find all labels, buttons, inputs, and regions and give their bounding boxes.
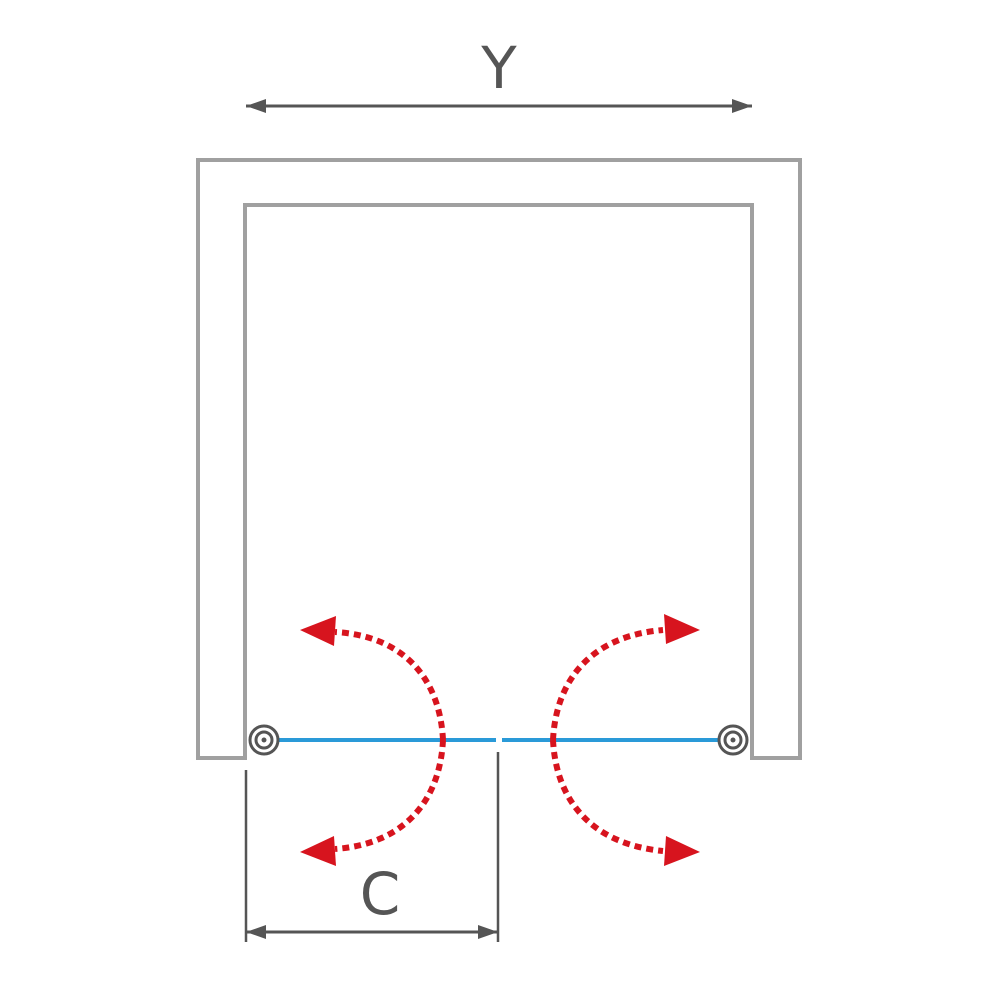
right-swing-arrow-up-icon	[664, 614, 700, 644]
left-swing-arc-inward	[334, 629, 446, 741]
c-arrow-right-icon	[478, 925, 498, 939]
c-arrow-left-icon	[246, 925, 266, 939]
hinge-right-icon	[717, 724, 749, 756]
right-swing-arc-outward	[550, 739, 664, 854]
right-swing-arrow-down-icon	[664, 836, 700, 866]
right-door-swing	[550, 614, 700, 866]
hinge-left-icon	[248, 724, 280, 756]
right-swing-arc-inward	[550, 627, 664, 741]
width-dimension: Y	[246, 34, 752, 113]
width-arrow-right-icon	[732, 99, 752, 113]
width-label: Y	[480, 34, 517, 102]
door-opening-dimension: C	[244, 752, 500, 942]
door-opening-label: C	[360, 860, 401, 928]
wall-frame	[196, 158, 802, 760]
width-arrow-left-icon	[246, 99, 266, 113]
left-swing-arrow-down-icon	[300, 836, 336, 866]
left-swing-arrow-up-icon	[300, 616, 336, 646]
left-swing-arc-outward	[334, 739, 446, 852]
left-door-swing	[300, 616, 446, 866]
